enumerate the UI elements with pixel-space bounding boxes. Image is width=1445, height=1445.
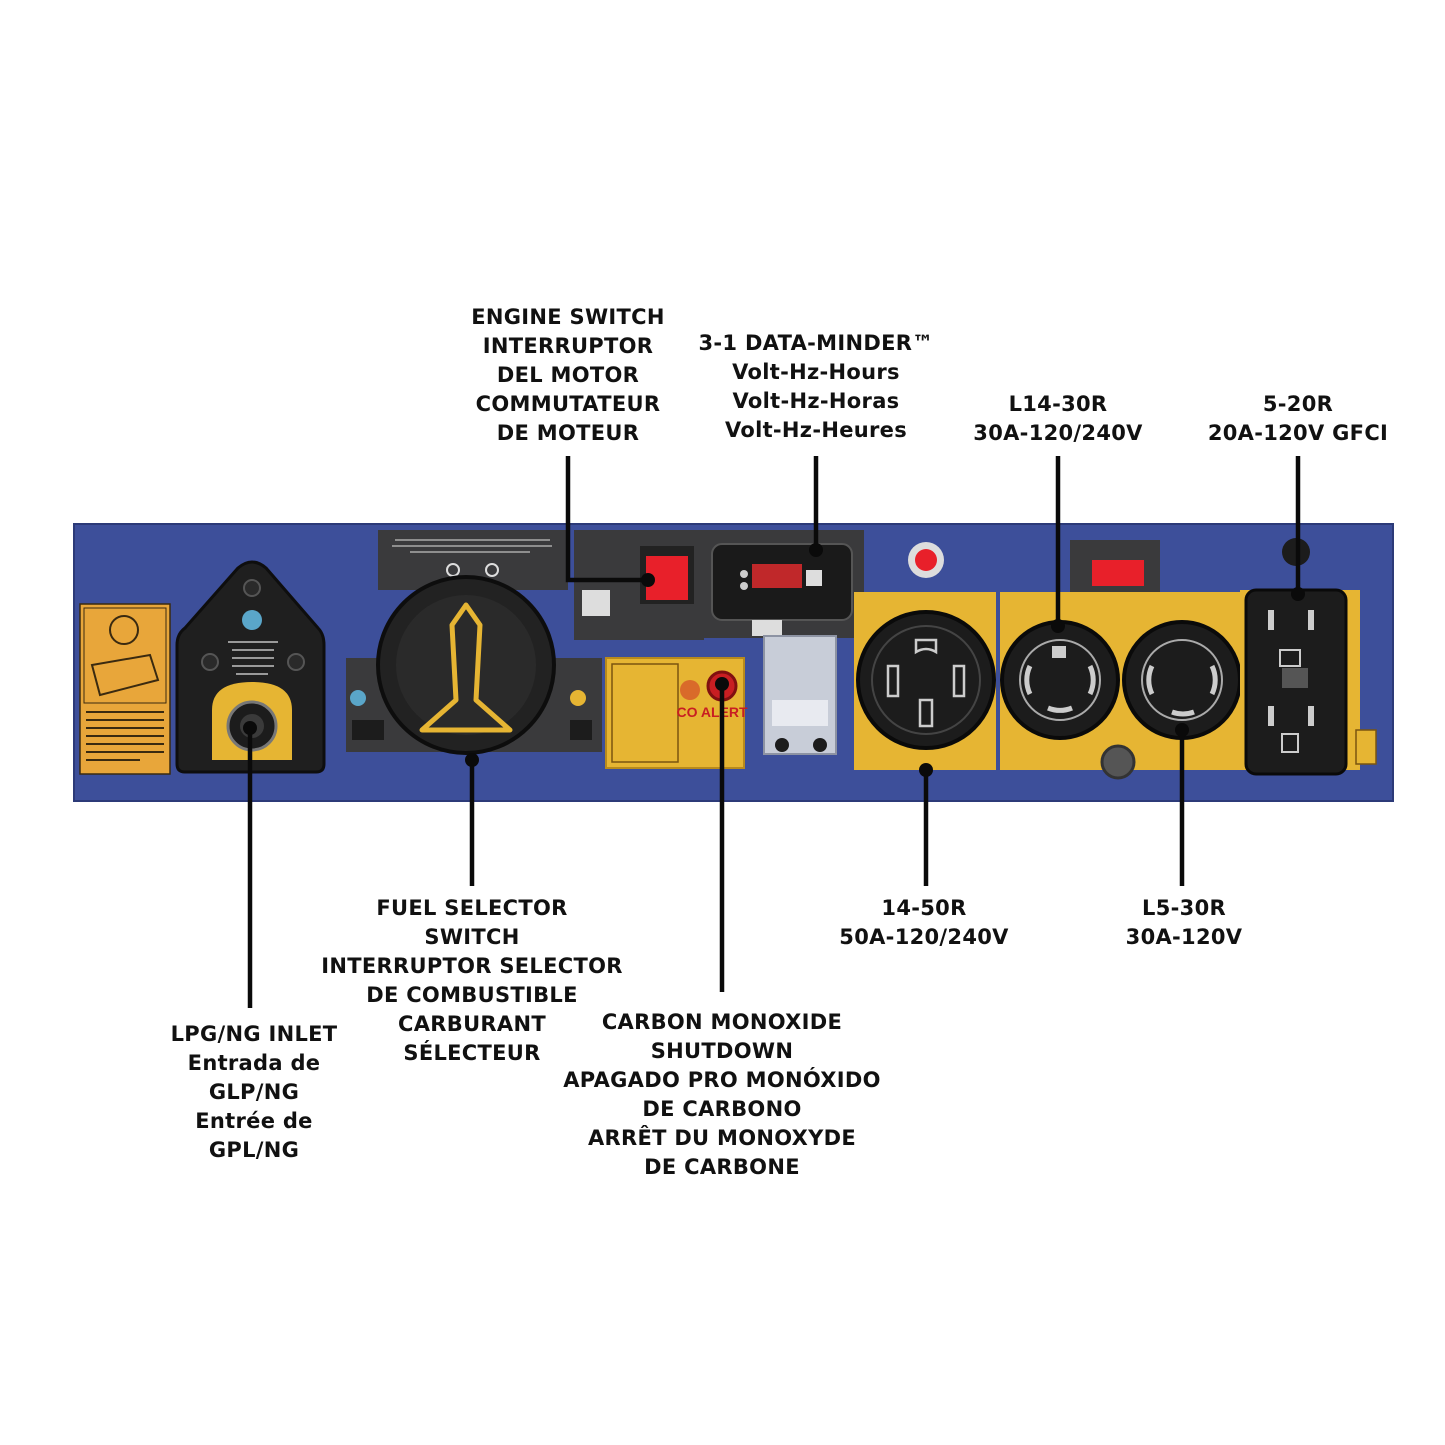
- engine-switch[interactable]: [574, 530, 704, 640]
- co-alert-label: CO ALERT: [676, 704, 747, 720]
- callout-data-minder: 3-1 DATA-MINDER™ Volt-Hz-Hours Volt-Hz-H…: [698, 331, 934, 442]
- data-minder-display: [704, 530, 864, 638]
- callout-14-50r: 14-50R 50A-120/240V: [839, 896, 1009, 949]
- callout-l14-30r: L14-30R 30A-120/240V: [973, 392, 1143, 445]
- co-shutdown-module: CO ALERT: [605, 657, 748, 769]
- outlet-14-50r[interactable]: [854, 592, 996, 770]
- callout-lpg-inlet: LPG/NG INLET Entrada de GLP/NG Entrée de…: [170, 1022, 338, 1162]
- callout-l5-30r: L5-30R 30A-120V: [1125, 896, 1243, 949]
- outlet-l14-30r[interactable]: [1000, 540, 1160, 770]
- ground-lug[interactable]: [1100, 744, 1136, 780]
- callout-fuel-selector: FUEL SELECTOR SWITCH INTERRUPTOR SELECTO…: [321, 896, 623, 1065]
- callout-co-shutdown: CARBON MONOXIDE SHUTDOWN APAGADO PRO MON…: [563, 1010, 881, 1179]
- warning-label: [79, 603, 171, 775]
- callout-engine-switch: ENGINE SWITCH INTERRUPTOR DEL MOTOR COMM…: [471, 305, 665, 445]
- leader-lines: [247, 456, 1301, 1008]
- callout-5-20r: 5-20R 20A-120V GFCI: [1207, 392, 1389, 445]
- circuit-breaker[interactable]: [752, 620, 837, 755]
- fuel-selector-switch[interactable]: [346, 530, 602, 755]
- lpg-inlet[interactable]: [175, 560, 326, 774]
